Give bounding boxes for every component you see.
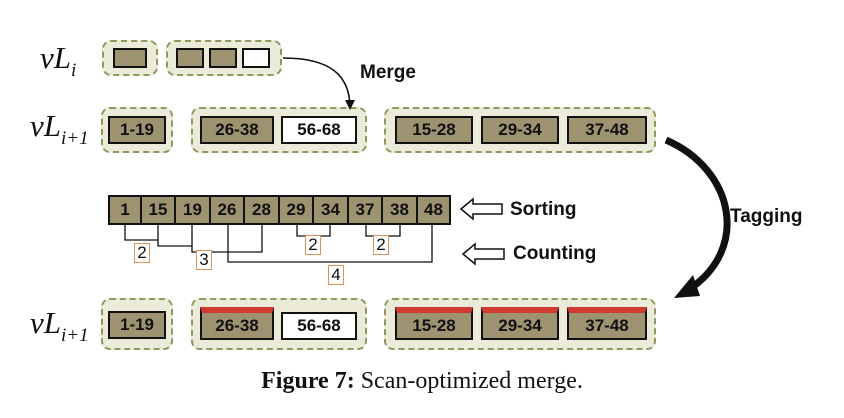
middle-block: 15-28 [395, 116, 473, 144]
top-block [176, 48, 204, 68]
row-label-text: vL [30, 305, 61, 340]
bottom-block-tagged: 37-48 [567, 307, 647, 340]
middle-block-new: 56-68 [281, 116, 357, 144]
bracket [191, 225, 263, 253]
caption-prefix: Figure 7: [261, 368, 355, 394]
sorting-arrow [459, 197, 503, 221]
top-group-1 [102, 40, 158, 76]
row-label-subscript: i [71, 60, 77, 81]
row-label-vli: vLi [40, 40, 76, 82]
figure-caption: Figure 7: Scan-optimized merge. [0, 368, 844, 395]
bottom-block-tagged: 26-38 [200, 307, 274, 340]
row-label-subscript: i+1 [61, 128, 89, 149]
count-badge: 2 [134, 243, 150, 263]
middle-block: 1-19 [108, 116, 166, 144]
middle-block: 29-34 [481, 116, 559, 144]
row-label-text: vL [40, 40, 71, 75]
sorted-cell: 28 [243, 195, 280, 225]
merge-arrow [282, 57, 355, 110]
bottom-block-new: 56-68 [281, 312, 357, 340]
tagging-label: Tagging [730, 206, 803, 227]
tagging-arrow-head [674, 275, 700, 298]
row-label-subscript: i+1 [61, 325, 89, 346]
sorted-cell: 48 [416, 195, 451, 225]
tagging-arrow [664, 136, 731, 293]
sorted-cell: 34 [312, 195, 349, 225]
top-block-empty [242, 48, 270, 68]
sorted-cell: 38 [381, 195, 418, 225]
count-badge: 2 [305, 235, 321, 255]
counting-label: Counting [513, 243, 597, 264]
counting-arrow [461, 242, 505, 266]
row-label-text: vL [30, 108, 61, 143]
top-block [113, 48, 147, 68]
bracket [157, 225, 193, 247]
top-block [209, 48, 237, 68]
row-label-vli1-bottom: vLi+1 [30, 305, 89, 347]
bottom-block-tagged: 29-34 [481, 307, 559, 340]
merge-label: Merge [360, 62, 416, 83]
count-badge: 2 [373, 235, 389, 255]
middle-block: 37-48 [567, 116, 647, 144]
row-label-vli1-top: vLi+1 [30, 108, 89, 150]
bottom-block: 1-19 [108, 311, 166, 339]
sorted-cell: 29 [278, 195, 314, 225]
bracket [227, 225, 433, 263]
caption-text: Scan-optimized merge. [360, 368, 583, 394]
sorting-label: Sorting [510, 199, 577, 220]
count-badge: 3 [196, 250, 212, 270]
sorted-cell: 37 [347, 195, 383, 225]
bracket [124, 225, 159, 241]
bottom-block-tagged: 15-28 [395, 307, 473, 340]
middle-block: 26-38 [200, 116, 274, 144]
count-badge: 4 [328, 265, 344, 285]
